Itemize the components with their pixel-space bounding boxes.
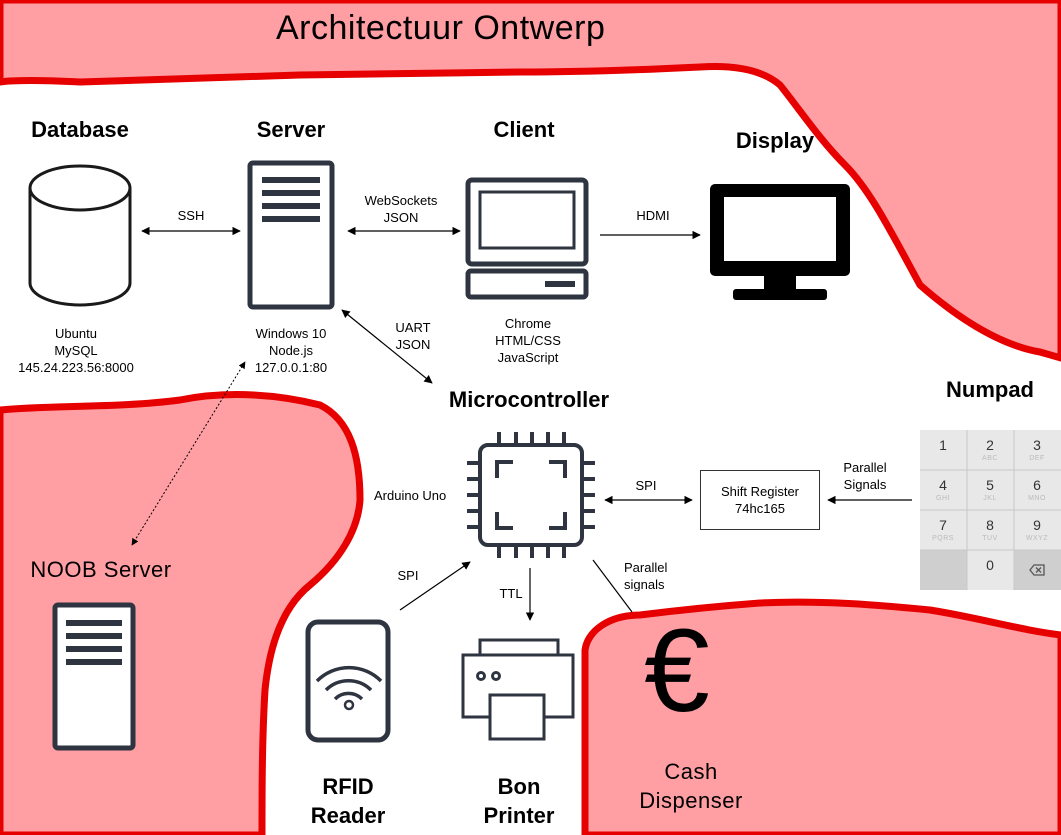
chip-icon xyxy=(467,432,595,558)
numpad-key-digit: 7 xyxy=(939,517,947,533)
conn-label-spi-rfid: SPI xyxy=(397,568,419,583)
microcontroller-label: Microcontroller xyxy=(448,387,610,412)
numpad xyxy=(920,430,1061,590)
printer-icon xyxy=(461,638,575,741)
numpad-key-letters: JKL xyxy=(983,495,997,502)
numpad-key-letters: MNO xyxy=(1028,495,1046,502)
conn-label-parallel-cash: Parallel signals xyxy=(624,560,668,591)
numpad-key-digit: 2 xyxy=(986,437,994,453)
numpad-key-letters: GHI xyxy=(936,495,950,502)
arrow-rfid-micro xyxy=(399,561,471,611)
numpad-key-digit: 0 xyxy=(986,557,994,573)
noob-server-label: NOOB Server xyxy=(30,557,172,582)
numpad-key-digit: 8 xyxy=(986,517,994,533)
numpad-key-digit: 3 xyxy=(1033,437,1041,453)
arrow-micro-cash xyxy=(592,559,633,613)
cash-dispenser-label: Cash Dispenser xyxy=(639,759,743,813)
numpad-key: 1 xyxy=(920,430,966,470)
numpad-key-digit: 9 xyxy=(1033,517,1041,533)
microcontroller-details: Arduino Uno xyxy=(374,488,447,503)
database-label: Database xyxy=(31,117,129,142)
numpad-key: 0 xyxy=(967,550,1013,590)
client-details: Chrome HTML/CSS JavaScript xyxy=(495,316,561,365)
arrow-server-micro xyxy=(341,309,433,384)
numpad-key xyxy=(920,550,966,590)
display-label: Display xyxy=(735,128,815,153)
bon-printer-label: Bon Printer xyxy=(483,774,555,828)
conn-label-uart: UART JSON xyxy=(395,320,431,352)
conn-label-hdmi: HDMI xyxy=(636,208,670,223)
external-zone-top xyxy=(0,0,1061,362)
noob-server-icon xyxy=(52,602,136,751)
server-label: Server xyxy=(256,117,326,142)
numpad-key-letters: DEF xyxy=(1029,455,1045,462)
server-icon xyxy=(247,160,335,310)
client-label: Client xyxy=(493,117,555,142)
euro-icon: € xyxy=(644,605,710,737)
backspace-icon xyxy=(1029,564,1045,576)
conn-label-websockets: WebSockets JSON xyxy=(364,193,438,225)
external-zone-bottom-right xyxy=(581,598,1061,835)
conn-label-ssh: SSH xyxy=(177,208,205,223)
conn-label-parallel-numpad: Parallel Signals xyxy=(843,460,887,492)
numpad-key-letters: PQRS xyxy=(932,535,954,542)
rfid-reader-label: RFID Reader xyxy=(310,774,386,828)
server-details: Windows 10 Node.js 127.0.0.1:80 xyxy=(254,326,328,375)
monitor-icon xyxy=(710,184,850,300)
numpad-key-digit: 1 xyxy=(939,437,947,453)
numpad-key-digit: 5 xyxy=(986,477,994,493)
numpad-key xyxy=(1014,550,1060,590)
computer-icon xyxy=(465,177,589,300)
numpad-key-letters: TUV xyxy=(982,535,998,542)
conn-label-ttl: TTL xyxy=(499,586,523,601)
numpad-key-letters: ABC xyxy=(982,455,998,462)
numpad-key-letters: WXYZ xyxy=(1025,535,1049,542)
diagram-title: Architectuur Ontwerp xyxy=(276,9,606,47)
numpad-label: Numpad xyxy=(946,377,1034,402)
numpad-key-digit: 4 xyxy=(939,477,947,493)
database-icon xyxy=(28,164,132,307)
numpad-key-digit: 6 xyxy=(1033,477,1041,493)
conn-label-spi-shift: SPI xyxy=(635,478,657,493)
database-details: Ubuntu MySQL 145.24.223.56:8000 xyxy=(18,326,134,375)
rfid-icon xyxy=(305,619,391,743)
shift-register-box: Shift Register 74hc165 xyxy=(700,470,820,530)
